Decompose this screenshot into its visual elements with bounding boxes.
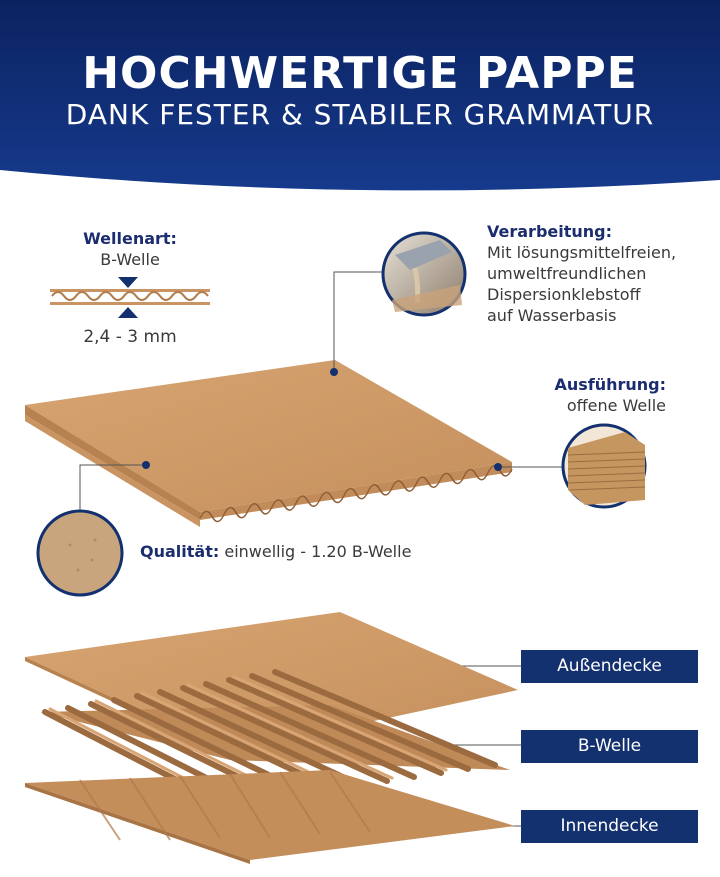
tag-fluting: B-Welle bbox=[521, 730, 698, 763]
surface-detail-image bbox=[36, 509, 124, 597]
qualitaet-value: einwellig - 1.20 B-Welle bbox=[224, 542, 412, 561]
verarbeitung-label: Verarbeitung: Mit lösungsmittelfreien, u… bbox=[487, 221, 717, 326]
glue-detail-image bbox=[381, 231, 467, 317]
wellenart-height: 2,4 - 3 mm bbox=[83, 327, 177, 347]
qualitaet-label: Qualität: einwellig - 1.20 B-Welle bbox=[140, 541, 540, 562]
qualitaet-heading: Qualität: bbox=[140, 542, 220, 561]
layer-inner-liner bbox=[25, 770, 515, 864]
verarbeitung-line: umweltfreundlichen bbox=[487, 264, 647, 283]
ausfuehrung-heading: Ausführung: bbox=[554, 375, 666, 394]
wellenart-value: B-Welle bbox=[100, 250, 160, 269]
verarbeitung-heading: Verarbeitung: bbox=[487, 222, 613, 241]
tag-outer-liner: Außendecke bbox=[521, 650, 698, 683]
cardboard-sheet bbox=[25, 360, 513, 527]
verarbeitung-line: Dispersionklebstoff bbox=[487, 285, 641, 304]
header-banner: HOCHWERTIGE PAPPE DANK FESTER & STABILER… bbox=[0, 0, 720, 200]
wellenart-label: Wellenart: B-Welle bbox=[60, 228, 200, 270]
verarbeitung-line: Mit lösungsmittelfreien, bbox=[487, 243, 677, 262]
header-background bbox=[0, 0, 720, 191]
verarbeitung-line: auf Wasserbasis bbox=[487, 306, 617, 325]
ausfuehrung-label: Ausführung: offene Welle bbox=[520, 374, 666, 416]
page-subtitle: DANK FESTER & STABILER GRAMMATUR bbox=[65, 98, 655, 131]
tag-inner-liner: Innendecke bbox=[521, 810, 698, 843]
stack-detail-image bbox=[561, 423, 647, 509]
ausfuehrung-value: offene Welle bbox=[566, 396, 666, 415]
wave-profile-diagram bbox=[50, 277, 210, 318]
page-title: HOCHWERTIGE PAPPE bbox=[82, 48, 638, 99]
wellenart-heading: Wellenart: bbox=[83, 229, 177, 248]
